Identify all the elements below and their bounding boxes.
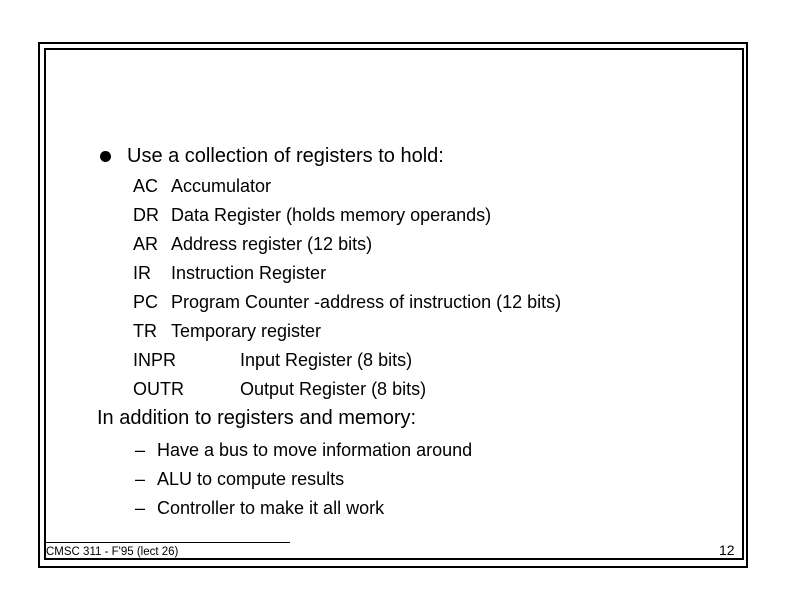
page-number: 12	[719, 542, 735, 558]
register-abbr: IR	[133, 263, 151, 283]
register-abbr: OUTR	[133, 379, 184, 399]
register-desc: Input Register (8 bits)	[240, 350, 413, 370]
register-desc: Accumulator	[171, 176, 272, 196]
dash-list: – Have a bus to move information around …	[135, 436, 472, 523]
register-desc: Program Counter -address of instruction …	[171, 292, 562, 312]
register-row: IR Instruction Register	[133, 259, 561, 288]
dash-icon: –	[135, 440, 146, 460]
dash-item: – ALU to compute results	[135, 465, 472, 494]
register-abbr: AR	[133, 234, 159, 254]
register-row: TR Temporary register	[133, 317, 561, 346]
dash-icon: –	[135, 498, 146, 518]
dash-icon: –	[135, 469, 146, 489]
footer-label: CMSC 311 - F'95 (lect 26)	[46, 546, 179, 558]
bullet-icon	[100, 151, 111, 162]
dash-item: – Controller to make it all work	[135, 494, 472, 523]
dash-item-text: ALU to compute results	[157, 469, 345, 489]
register-row: OUTR Output Register (8 bits)	[133, 375, 561, 404]
register-abbr: AC	[133, 176, 159, 196]
footer-divider-line	[45, 542, 290, 543]
register-abbr: INPR	[133, 350, 177, 370]
register-row: INPR Input Register (8 bits)	[133, 346, 561, 375]
register-desc: Output Register (8 bits)	[240, 379, 427, 399]
register-abbr: DR	[133, 205, 159, 225]
register-abbr: TR	[133, 321, 157, 341]
register-row: AR Address register (12 bits)	[133, 230, 561, 259]
register-row: DR Data Register (holds memory operands)	[133, 201, 561, 230]
slide-inner-border	[44, 48, 744, 560]
register-desc: Temporary register	[171, 321, 322, 341]
slide-title: Use a collection of registers to hold:	[127, 145, 444, 167]
dash-item-text: Controller to make it all work	[157, 498, 385, 518]
register-row: AC Accumulator	[133, 172, 561, 201]
register-abbr: PC	[133, 292, 159, 312]
register-desc: Data Register (holds memory operands)	[171, 205, 492, 225]
bullet-title-row: Use a collection of registers to hold:	[100, 144, 444, 169]
slide-outer-border	[38, 42, 748, 568]
subtitle: In addition to registers and memory:	[97, 407, 417, 429]
dash-item: – Have a bus to move information around	[135, 436, 472, 465]
dash-item-text: Have a bus to move information around	[157, 440, 473, 460]
register-desc: Instruction Register	[171, 263, 327, 283]
register-desc: Address register (12 bits)	[171, 234, 373, 254]
register-row: PC Program Counter -address of instructi…	[133, 288, 561, 317]
register-list: AC Accumulator DR Data Register (holds m…	[133, 172, 561, 404]
